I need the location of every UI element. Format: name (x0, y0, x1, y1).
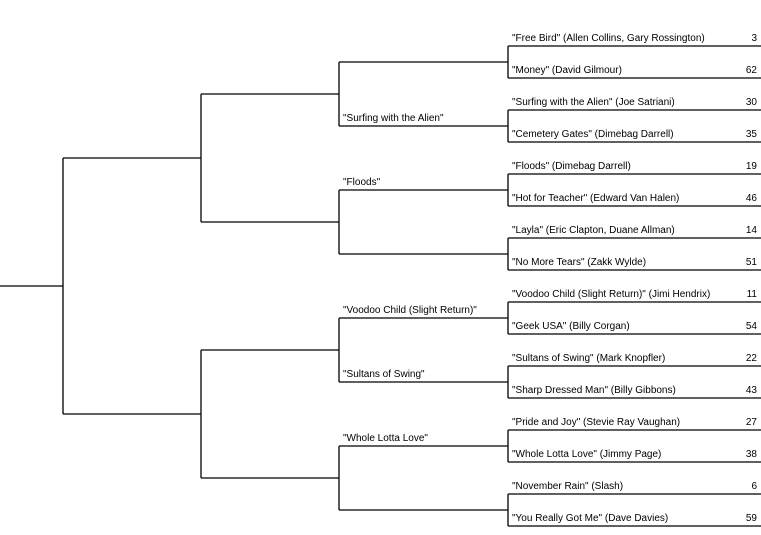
round1-seed: 27 (746, 417, 758, 428)
round1-entry: "Free Bird" (Allen Collins, Gary Rossing… (512, 33, 705, 44)
round1-seed: 14 (746, 225, 758, 236)
round1-seed: 54 (746, 321, 758, 332)
round1-seed: 43 (746, 385, 758, 396)
round1-seed: 3 (751, 33, 757, 44)
round2-entry: "Voodoo Child (Slight Return)" (343, 305, 477, 316)
round1-entry: "Cemetery Gates" (Dimebag Darrell) (512, 129, 674, 140)
round1-entry: "November Rain" (Slash) (512, 481, 623, 492)
round2-entry: "Whole Lotta Love" (343, 433, 428, 444)
round1-seed: 6 (751, 481, 757, 492)
round1-seed: 46 (746, 193, 758, 204)
round1-seed: 22 (746, 353, 758, 364)
round1-entry: "Surfing with the Alien" (Joe Satriani) (512, 97, 675, 108)
round1-seed: 11 (747, 289, 758, 300)
round1-entry: "Geek USA" (Billy Corgan) (512, 321, 630, 332)
round1-entry: "Pride and Joy" (Stevie Ray Vaughan) (512, 417, 680, 428)
round1-entry: "Voodoo Child (Slight Return)" (Jimi Hen… (512, 289, 710, 300)
round1-seed: 59 (746, 513, 758, 524)
round1-entry: "Layla" (Eric Clapton, Duane Allman) (512, 225, 675, 236)
round1-seed: 19 (746, 161, 758, 172)
round1-seed: 30 (746, 97, 758, 108)
round1-seed: 35 (746, 129, 758, 140)
round1-seed: 51 (746, 257, 758, 268)
round1-entry: "No More Tears" (Zakk Wylde) (512, 257, 646, 268)
round2-entry: "Floods" (343, 177, 381, 188)
round2-entry: "Sultans of Swing" (343, 369, 425, 380)
round1-seed: 62 (746, 65, 758, 76)
round1-entry: "Money" (David Gilmour) (512, 65, 622, 76)
round1-entry: "Floods" (Dimebag Darrell) (512, 161, 631, 172)
round1-entry: "You Really Got Me" (Dave Davies) (512, 513, 668, 524)
round1-seed: 38 (746, 449, 758, 460)
round1-entry: "Whole Lotta Love" (Jimmy Page) (512, 449, 661, 460)
round1-entry: "Sultans of Swing" (Mark Knopfler) (512, 353, 665, 364)
round1-entry: "Sharp Dressed Man" (Billy Gibbons) (512, 385, 676, 396)
round2-entry: "Surfing with the Alien" (343, 113, 444, 124)
round1-entry: "Hot for Teacher" (Edward Van Halen) (512, 193, 679, 204)
